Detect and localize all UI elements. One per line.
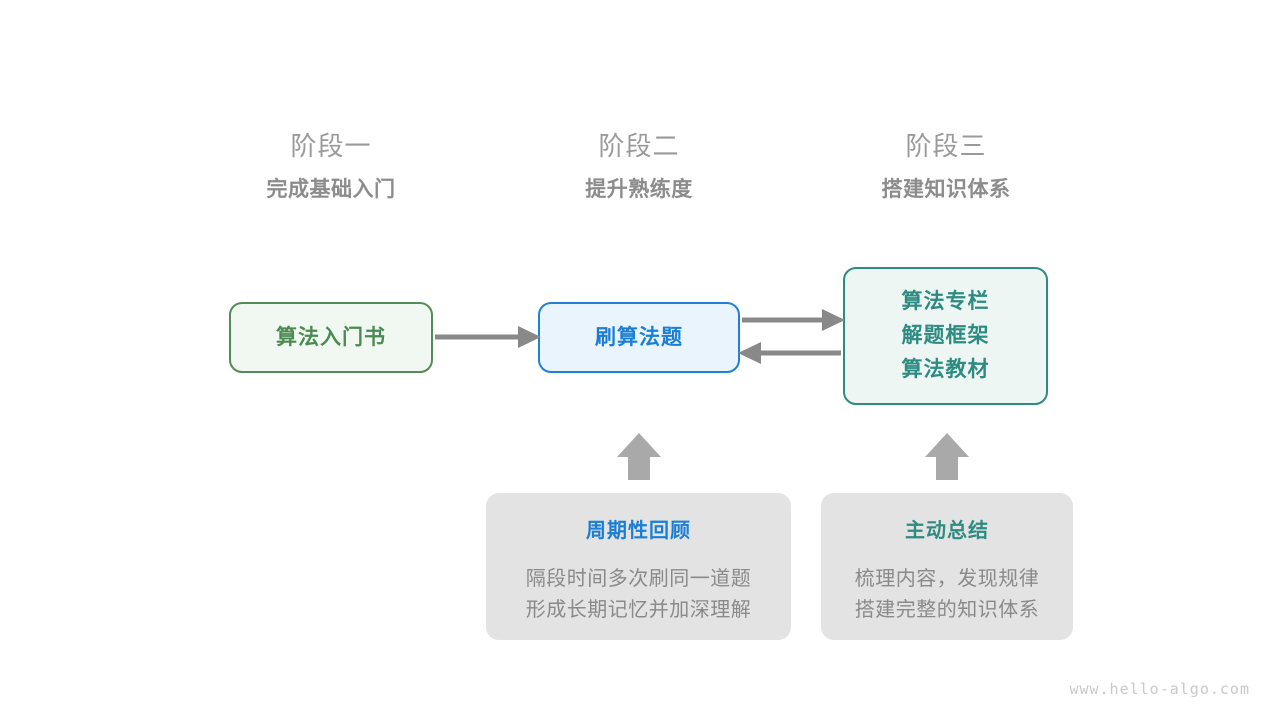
tip-card-active-summary-title: 主动总结 xyxy=(905,520,989,542)
tip-card-active-summary: 主动总结 梳理内容，发现规律 搭建完整的知识体系 xyxy=(821,493,1073,640)
stage-header-1: 阶段一 完成基础入门 xyxy=(181,129,481,205)
arrow-book-to-practice xyxy=(435,326,541,348)
stage-number-1: 阶段一 xyxy=(290,131,372,161)
stage-header-2: 阶段二 提升熟练度 xyxy=(489,129,789,205)
block-arrow-review-to-practice xyxy=(617,433,661,480)
tip-card-periodic-review-line-1: 隔段时间多次刷同一道题 xyxy=(525,568,752,590)
stage-number-3: 阶段三 xyxy=(905,131,987,161)
stage-title-2: 提升熟练度 xyxy=(585,178,693,201)
tip-card-active-summary-line-1: 梳理内容，发现规律 xyxy=(854,568,1040,590)
node-algorithm-book: 算法入门书 xyxy=(229,302,433,373)
block-arrow-summary-to-resources xyxy=(925,433,969,480)
node-resource-line-1: 算法专栏 xyxy=(901,290,990,313)
node-algorithm-book-label: 算法入门书 xyxy=(276,325,386,349)
node-practice-problems-label: 刷算法题 xyxy=(595,325,683,349)
arrow-practice-to-resources xyxy=(742,309,845,331)
stage-number-2: 阶段二 xyxy=(598,131,680,161)
tip-card-periodic-review-line-2: 形成长期记忆并加深理解 xyxy=(525,599,752,621)
stage-title-3: 搭建知识体系 xyxy=(881,178,1011,201)
stage-header-3: 阶段三 搭建知识体系 xyxy=(796,129,1096,205)
footer-url: www.hello-algo.com xyxy=(1069,680,1250,698)
stage-title-1: 完成基础入门 xyxy=(266,178,396,201)
tip-card-periodic-review: 周期性回顾 隔段时间多次刷同一道题 形成长期记忆并加深理解 xyxy=(486,493,791,640)
node-resource-line-3: 算法教材 xyxy=(901,358,990,381)
node-knowledge-resources: 算法专栏 解题框架 算法教材 xyxy=(843,267,1048,405)
tip-card-active-summary-line-2: 搭建完整的知识体系 xyxy=(854,599,1040,621)
tip-card-periodic-review-title: 周期性回顾 xyxy=(586,520,691,542)
node-resource-line-2: 解题框架 xyxy=(901,324,990,347)
node-practice-problems: 刷算法题 xyxy=(538,302,740,373)
arrow-resources-to-practice xyxy=(738,342,841,364)
